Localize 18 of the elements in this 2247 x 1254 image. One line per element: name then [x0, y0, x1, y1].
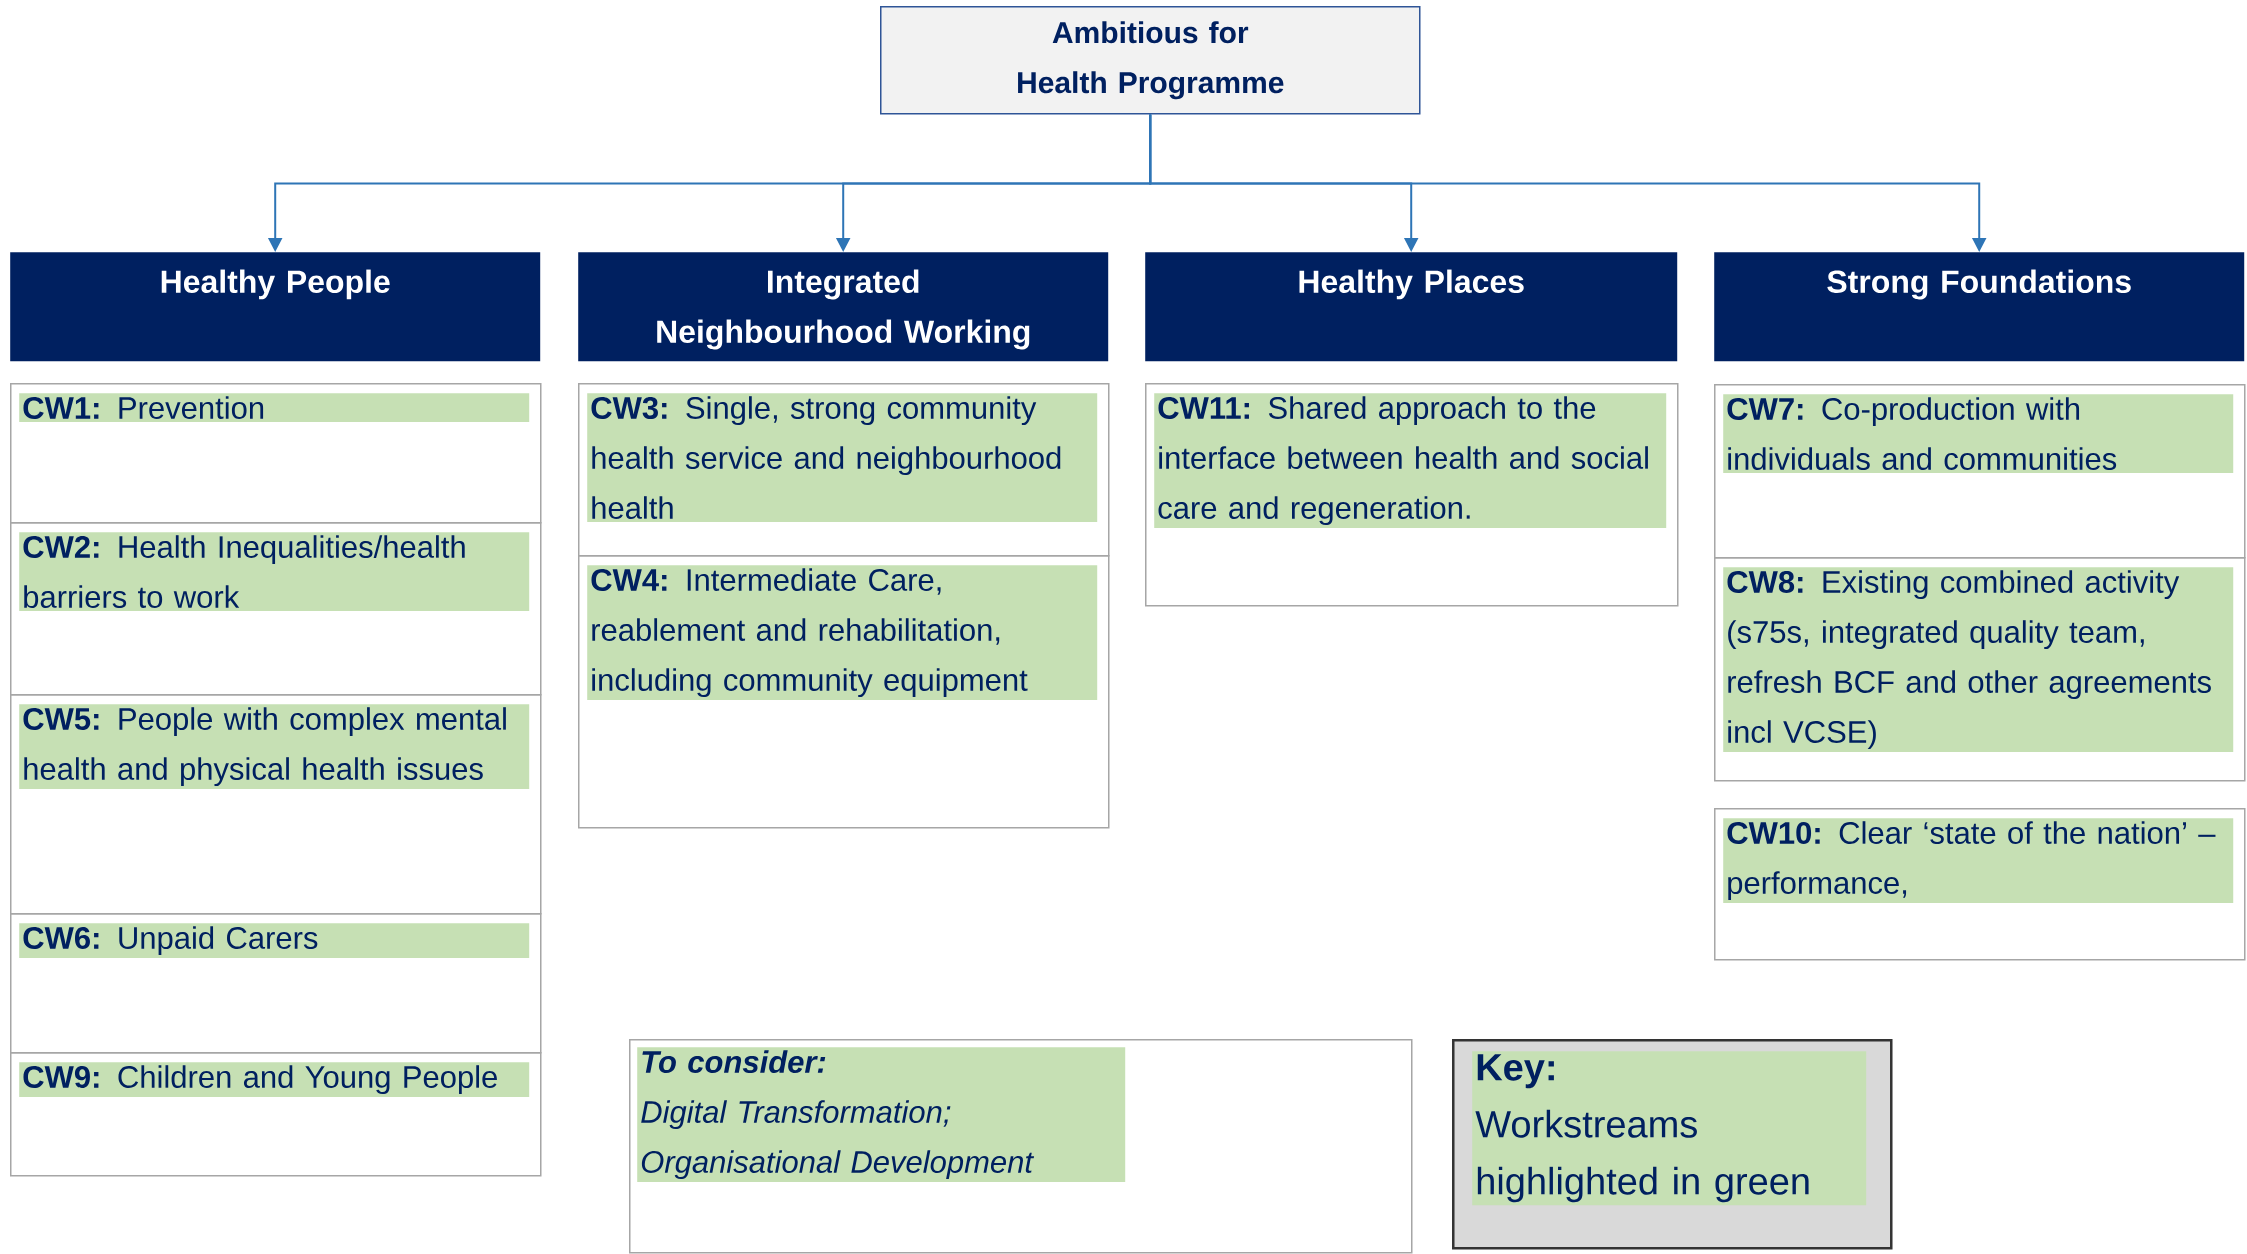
theme-header: Healthy People: [10, 252, 541, 362]
theme-header: Integrated Neighbourhood Working: [578, 252, 1109, 362]
workstream-box: CW8: Existing combined activity (s75s, integrated quality team, refresh BCF and other agreements incl VCSE): [1714, 557, 2246, 782]
workstream-box: CW10: Clear ‘state of the nation’ – performance,: [1714, 808, 2246, 961]
workstream-box: CW4: Intermediate Care, reablement and rehabilitation, including community equipment: [578, 555, 1110, 829]
workstream-box: CW11: Shared approach to the interface between health and social care and regeneration.: [1145, 383, 1679, 607]
workstream-box: CW9: Children and Young People: [10, 1052, 542, 1177]
workstream-box: CW1: Prevention: [10, 383, 542, 524]
workstream-box: CW7: Co-production with individuals and communities: [1714, 384, 2246, 559]
workstream-box: CW6: Unpaid Carers: [10, 913, 542, 1054]
key-box: Key: Workstreams highlighted in green: [1452, 1039, 1893, 1250]
workstream-box: CW2: Health Inequalities/health barriers to work: [10, 522, 542, 696]
workstream-box: CW3: Single, strong community health service and neighbourhood health: [578, 383, 1110, 557]
workstream-box: CW5: People with complex mental health and physical health issues: [10, 694, 542, 915]
theme-header: Strong Foundations: [1714, 252, 2245, 362]
theme-header: Healthy Places: [1145, 252, 1678, 362]
note-box: To consider: Digital Transformation; Organisational Development: [629, 1039, 1413, 1254]
title-box: Ambitious for Health Programme: [880, 6, 1421, 115]
